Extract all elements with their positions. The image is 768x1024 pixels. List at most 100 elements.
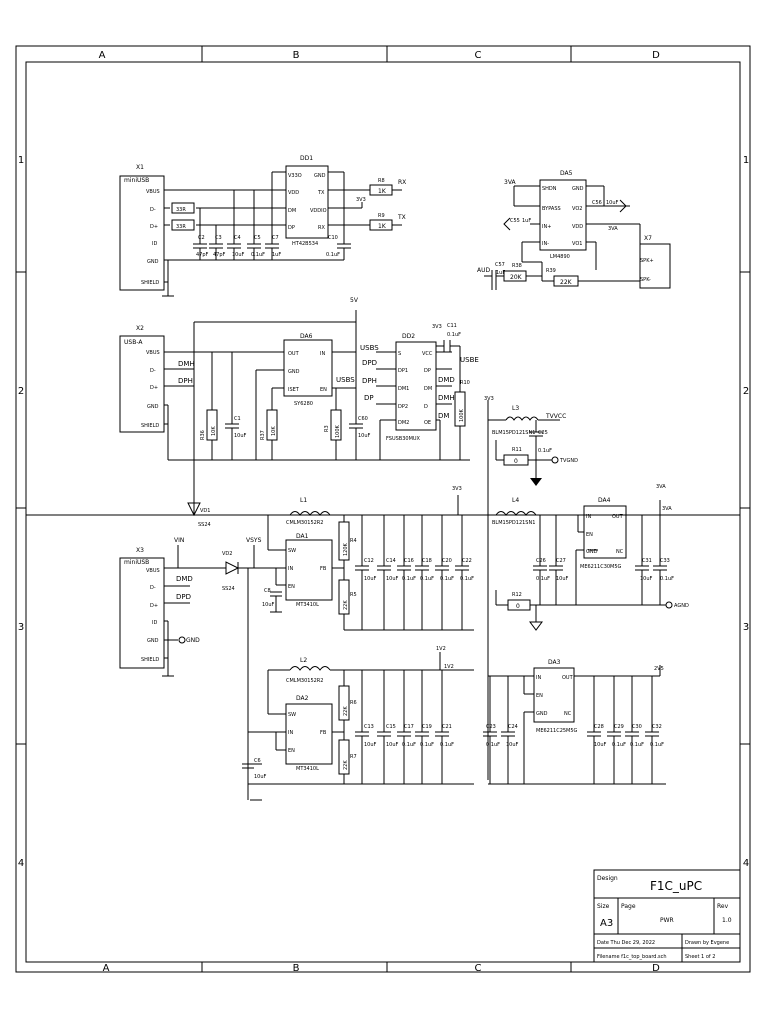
svg-text:L1: L1 (300, 497, 307, 504)
svg-text:DP: DP (288, 225, 295, 231)
title-design-label: Design (597, 875, 618, 882)
svg-text:MT3410L: MT3410L (296, 602, 319, 608)
net-3va-da4: 3VA (656, 484, 666, 490)
svg-text:VCC: VCC (422, 351, 433, 357)
net-dph-x2: DPH (178, 377, 193, 385)
svg-text:D+: D+ (150, 603, 158, 609)
svg-text:miniUSB: miniUSB (124, 177, 149, 184)
vd2-diode (225, 561, 240, 575)
svg-text:R5: R5 (350, 592, 357, 598)
dd2-wires (376, 340, 461, 460)
svg-text:10uF: 10uF (364, 742, 377, 748)
svg-text:10K: 10K (211, 426, 217, 436)
svg-text:1K: 1K (378, 223, 387, 230)
svg-text:VBUS: VBUS (146, 568, 160, 574)
svg-text:NC: NC (616, 549, 624, 555)
net-rx: RX (398, 179, 406, 186)
svg-text:C19: C19 (422, 724, 432, 730)
title-page-label: Page (621, 903, 636, 910)
svg-text:BLM15PD121SN1: BLM15PD121SN1 (492, 430, 535, 436)
svg-text:0.1uF: 0.1uF (630, 742, 644, 748)
svg-text:C24: C24 (508, 724, 518, 730)
svg-text:47pF: 47pF (213, 252, 226, 258)
svg-text:BLM15PD121SN1: BLM15PD121SN1 (492, 520, 535, 526)
svg-text:C7: C7 (272, 235, 279, 241)
svg-text:SS24: SS24 (222, 586, 235, 592)
r3-resistor (330, 409, 342, 441)
svg-text:C16: C16 (404, 558, 414, 564)
svg-text:EN: EN (288, 584, 295, 590)
col-label-bottom-c: C (475, 963, 482, 974)
net-usbs-dd2: USBS (360, 344, 379, 352)
svg-text:C1: C1 (234, 416, 241, 422)
svg-text:47pF: 47pF (196, 252, 209, 258)
col-label-top-c: C (475, 50, 482, 61)
r38-resistor (503, 270, 527, 282)
dd1-chip: DD1 V33O VDD DM DP GND TX VDDIO RX HT42B… (285, 155, 329, 247)
c57-label: C57 (495, 262, 505, 268)
row-label-right-2: 2 (743, 386, 749, 397)
svg-text:SPK+: SPK+ (640, 258, 654, 264)
title-rev-label: Rev (717, 903, 729, 910)
zone-dividers (16, 46, 750, 972)
caps-3v3 (344, 515, 474, 631)
svg-text:0.1uF: 0.1uF (402, 742, 416, 748)
svg-text:C30: C30 (632, 724, 642, 730)
svg-text:VO1: VO1 (572, 241, 582, 247)
svg-text:R39: R39 (546, 268, 556, 274)
svg-text:0.1uF: 0.1uF (251, 252, 265, 258)
svg-text:C12: C12 (364, 558, 374, 564)
net-dp-dd2: DP (364, 394, 374, 402)
svg-text:DD1: DD1 (300, 155, 313, 162)
net-1v2-label: 1V2 (444, 664, 454, 670)
col-label-bottom-b: B (293, 963, 300, 974)
r5-resistor (338, 579, 350, 615)
svg-text:1uF: 1uF (272, 252, 281, 258)
svg-text:IN: IN (536, 675, 541, 681)
svg-text:R6: R6 (350, 700, 357, 706)
svg-text:DP1: DP1 (398, 368, 408, 374)
svg-text:L3: L3 (512, 405, 519, 412)
title-block: Design F1C_uPC Size A3 Page PWR Rev 1.0 … (593, 869, 741, 963)
svg-text:OUT: OUT (562, 675, 574, 681)
svg-text:C13: C13 (364, 724, 374, 730)
net-dmd-dd2: DMD (438, 376, 455, 384)
svg-text:22K: 22K (343, 706, 349, 716)
svg-text:L2: L2 (300, 657, 307, 664)
svg-text:R8: R8 (378, 178, 385, 184)
title-size: A3 (600, 918, 613, 929)
svg-text:S: S (398, 351, 401, 357)
net-3v3-l3: 3V3 (484, 396, 494, 402)
r11-resistor (503, 454, 529, 466)
svg-text:EN: EN (288, 748, 295, 754)
da1-chip: DA1 SW IN EN FB MT3410L (285, 533, 333, 608)
da1-wires (267, 511, 345, 630)
gnd-port-x3 (178, 636, 186, 644)
row-label-right-4: 4 (743, 858, 749, 869)
svg-text:GND: GND (147, 638, 159, 644)
svg-text:100K: 100K (459, 408, 465, 422)
svg-text:R9: R9 (378, 213, 385, 219)
r37-resistor (266, 409, 278, 441)
svg-text:DA1: DA1 (296, 533, 309, 540)
da6-chip: DA6 OUT GND ISET IN EN SY6280 (283, 333, 333, 407)
svg-text:L4: L4 (512, 497, 519, 504)
svg-text:X3: X3 (136, 547, 144, 554)
col-label-top-a: A (99, 50, 106, 61)
net-dph-dd2: DPH (362, 377, 377, 385)
x2-connector: X2 USB-A VBUS D- D+ GND SHIELD (119, 325, 165, 433)
c55-label: C55 (510, 218, 520, 224)
title-size-label: Size (597, 903, 610, 910)
x1-connector: X1 miniUSB VBUS D- D+ ID GND SHIELD (119, 164, 165, 291)
r10-resistor (454, 391, 466, 427)
svg-text:10K: 10K (271, 426, 277, 436)
svg-text:DA2: DA2 (296, 695, 309, 702)
svg-text:0.1uF: 0.1uF (420, 576, 434, 582)
svg-text:C25: C25 (538, 430, 548, 436)
svg-text:VO2: VO2 (572, 206, 582, 212)
svg-text:RX: RX (318, 225, 325, 231)
svg-text:C6: C6 (254, 758, 261, 764)
svg-text:EN: EN (320, 387, 327, 393)
svg-text:DA3: DA3 (548, 659, 561, 666)
svg-text:EN: EN (586, 532, 593, 538)
